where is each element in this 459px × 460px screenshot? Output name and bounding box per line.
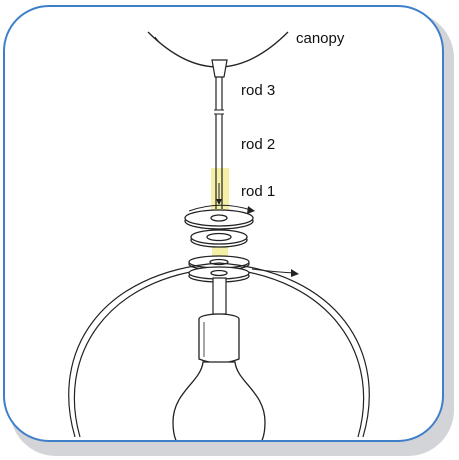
curved-arrow-icon xyxy=(251,268,299,277)
label-rod-3: rod 3 xyxy=(241,82,276,99)
rod-1 xyxy=(215,169,223,209)
down-arrow-icon xyxy=(216,183,222,205)
socket-stem xyxy=(212,277,227,315)
light-bulb xyxy=(172,361,266,440)
top-nut xyxy=(184,209,254,230)
label-rod-2: rod 2 xyxy=(241,136,276,153)
middle-washer xyxy=(190,229,248,248)
rod-2 xyxy=(215,114,223,169)
rod-highlight xyxy=(211,168,229,214)
canopy-inner-line xyxy=(154,36,160,43)
canopy-fitting xyxy=(211,59,228,78)
rod-joint-3 xyxy=(214,109,224,115)
pendant-assembly-drawing xyxy=(68,31,370,440)
label-canopy: canopy xyxy=(296,30,345,47)
diagram-card: canopy rod 3 rod 2 rod 1 xyxy=(3,5,444,442)
globe-rim-nut xyxy=(188,266,250,283)
socket xyxy=(198,313,240,364)
curved-arrow-icon xyxy=(188,204,255,214)
label-rod-1: rod 1 xyxy=(241,183,276,200)
rod-3 xyxy=(215,77,223,110)
